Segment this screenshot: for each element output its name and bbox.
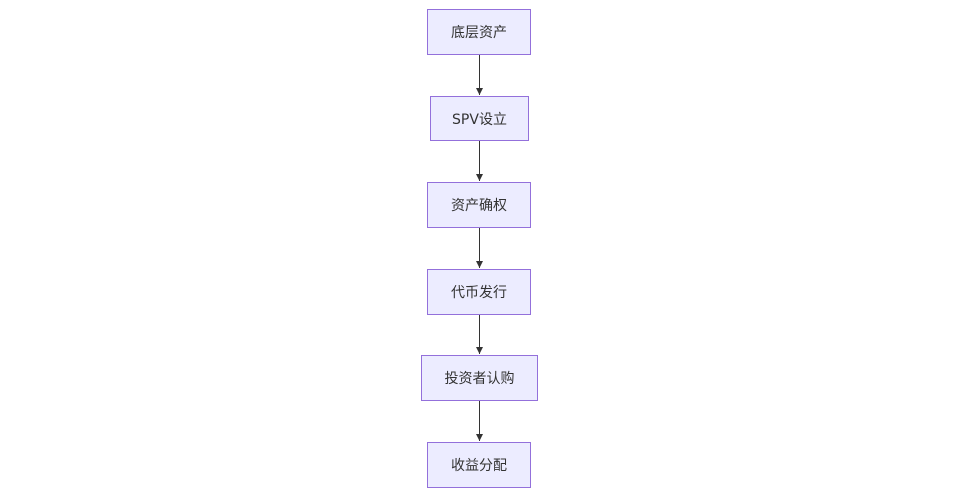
node-asset-ownership: 资产确权 [427,182,531,228]
node-label: 底层资产 [451,25,507,41]
node-label: 投资者认购 [444,371,515,387]
node-label: 收益分配 [451,458,507,474]
node-investor-subscription: 投资者认购 [421,355,538,401]
node-spv-setup: SPV设立 [430,96,529,141]
node-revenue-distribution: 收益分配 [427,442,531,488]
node-token-issuance: 代币发行 [427,269,531,315]
node-label: 代币发行 [451,285,507,301]
node-underlying-asset: 底层资产 [427,9,531,55]
node-label: SPV设立 [452,111,507,128]
node-label: 资产确权 [451,198,507,214]
